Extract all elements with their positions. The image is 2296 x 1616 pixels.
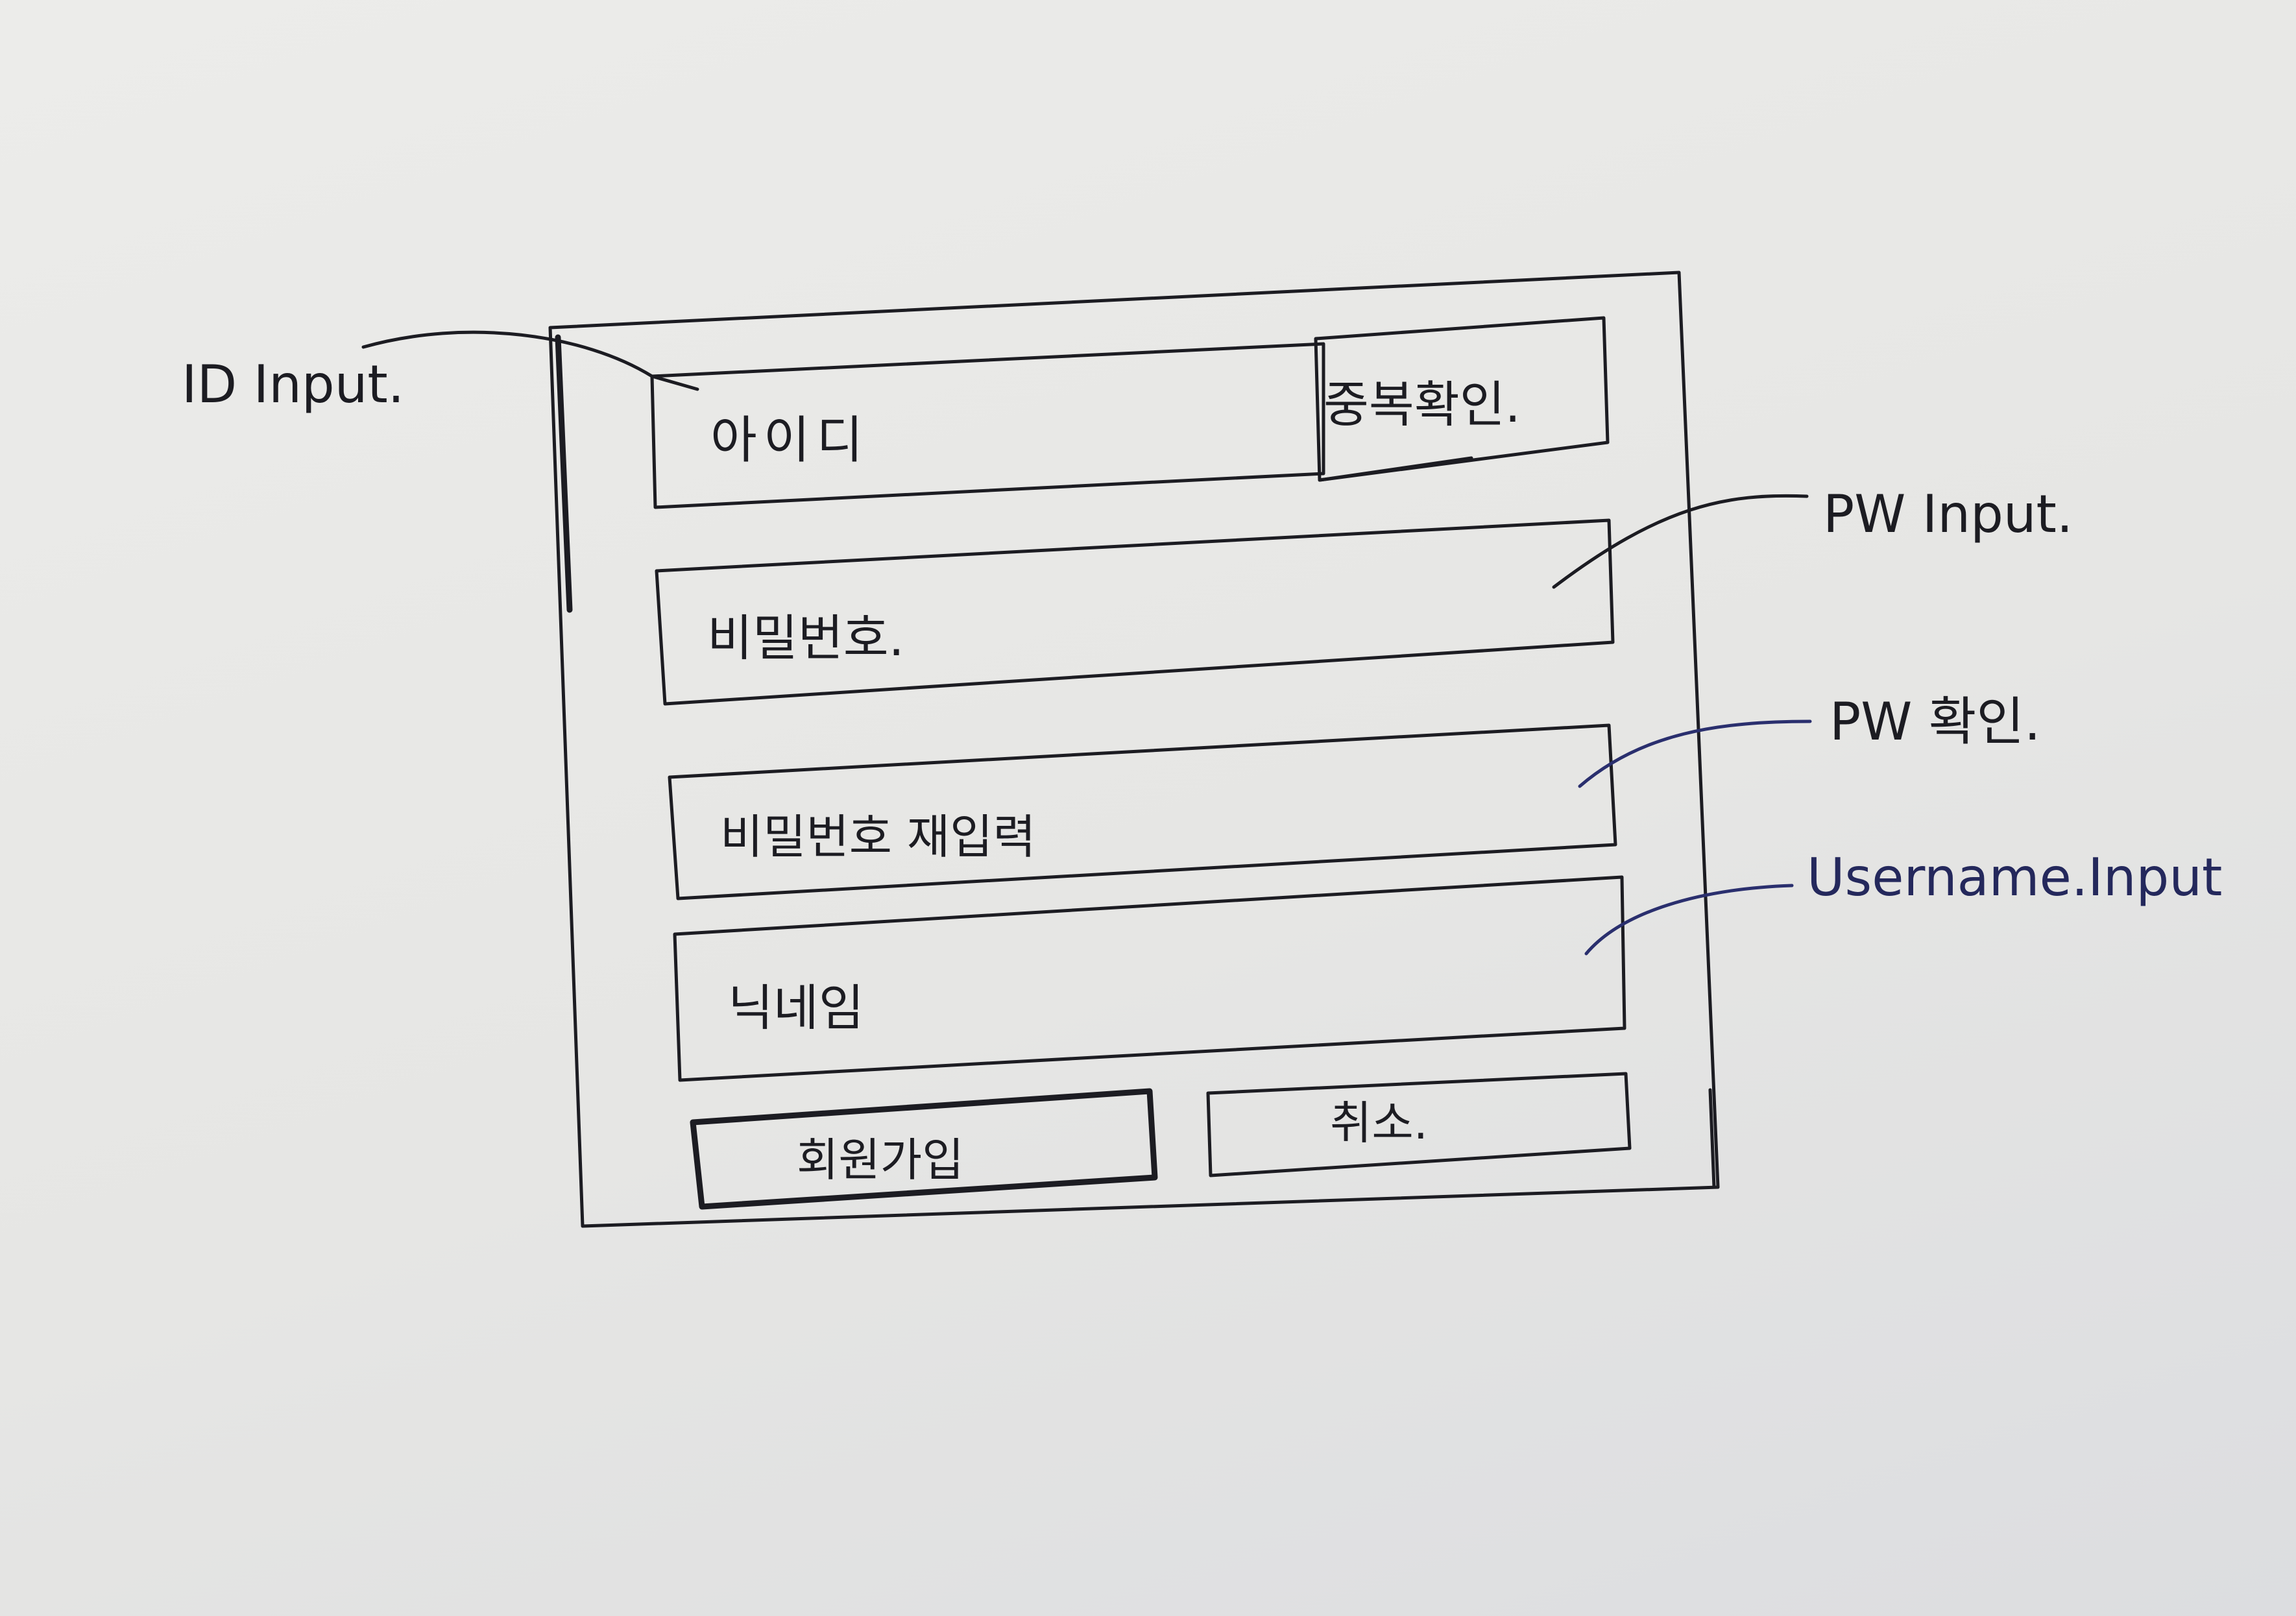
password-confirm-placeholder: 비밀번호 재입력	[720, 810, 1036, 864]
signup-button-label: 회원가입	[797, 1133, 964, 1187]
password-confirm-input[interactable]: 비밀번호 재입력	[668, 723, 1617, 900]
signup-form-frame	[548, 271, 1720, 1228]
check-duplicate-label: 중복확인.	[1323, 376, 1521, 433]
annotation-pw-confirm-label: PW 확인.	[1830, 692, 2040, 752]
annotation-id-input-label: ID Input.	[182, 354, 404, 415]
password-input-placeholder: 비밀번호.	[707, 609, 904, 667]
cancel-button-label: 취소.	[1330, 1096, 1428, 1150]
annotation-id-input: ID Input.	[182, 330, 699, 415]
nickname-input[interactable]: 닉네임	[673, 875, 1626, 1082]
signup-button[interactable]: 회원가입	[690, 1088, 1158, 1210]
annotation-username-input: Username.Input	[1584, 847, 2222, 956]
annotation-pw-input: PW Input.	[1552, 484, 2073, 589]
id-input-placeholder: 아이디	[710, 411, 869, 470]
annotation-pw-input-label: PW Input.	[1823, 484, 2073, 544]
annotation-pw-confirm: PW 확인.	[1578, 692, 2040, 788]
check-duplicate-button[interactable]: 중복확인.	[1314, 316, 1610, 482]
cancel-button[interactable]: 취소.	[1206, 1072, 1632, 1177]
password-input[interactable]: 비밀번호.	[655, 518, 1615, 706]
nickname-input-placeholder: 닉네임	[728, 979, 864, 1037]
annotation-username-input-label: Username.Input	[1807, 847, 2222, 908]
id-input[interactable]: 아이디	[650, 342, 1325, 509]
